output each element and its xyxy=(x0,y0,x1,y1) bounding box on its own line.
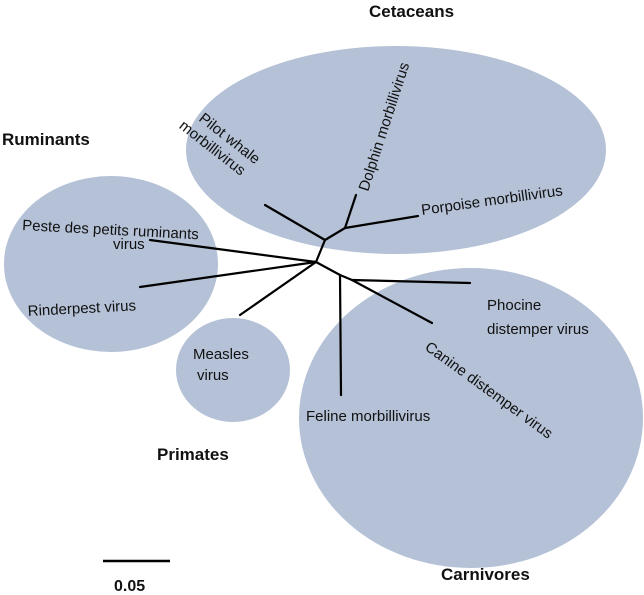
branch-carnivore-stem xyxy=(314,260,342,277)
leaf-label-measles-line1: Measles xyxy=(193,346,249,363)
branch-porpoise xyxy=(343,214,420,230)
cetaceans-cluster xyxy=(186,46,606,254)
group-label-cetaceans: Cetaceans xyxy=(369,2,454,21)
tree-branches xyxy=(138,193,472,397)
leaf-label-rinderpest: Rinderpest virus xyxy=(27,297,136,320)
branch-carnivore-inner xyxy=(338,273,354,282)
group-label-carnivores: Carnivores xyxy=(441,565,530,584)
leaf-label-feline: Feline morbillivirus xyxy=(306,408,430,425)
branch-phocine xyxy=(350,278,472,285)
group-label-primates: Primates xyxy=(157,445,229,464)
carnivores-cluster xyxy=(299,268,643,568)
ruminants-cluster xyxy=(4,176,218,352)
leaf-label-phocine-line1: Phocine xyxy=(487,297,541,314)
branch-measles xyxy=(238,260,318,317)
group-label-ruminants: Ruminants xyxy=(2,130,90,149)
branch-rinderpest xyxy=(138,260,318,289)
branch-pilot-whale xyxy=(263,203,327,242)
branch-cetacean-stem xyxy=(314,238,327,264)
branch-dolphin xyxy=(343,193,358,230)
branch-pprv xyxy=(148,238,318,264)
branch-cetacean-inner xyxy=(323,226,347,242)
scale-bar-label: 0.05 xyxy=(114,578,145,595)
branch-feline xyxy=(338,273,343,397)
primates-cluster xyxy=(176,318,290,422)
leaf-label-measles-line2: virus xyxy=(197,367,229,384)
branch-canine xyxy=(350,278,434,325)
leaf-label-phocine-line2: distemper virus xyxy=(487,321,589,338)
leaf-label-pprv-line2: virus xyxy=(113,236,145,253)
